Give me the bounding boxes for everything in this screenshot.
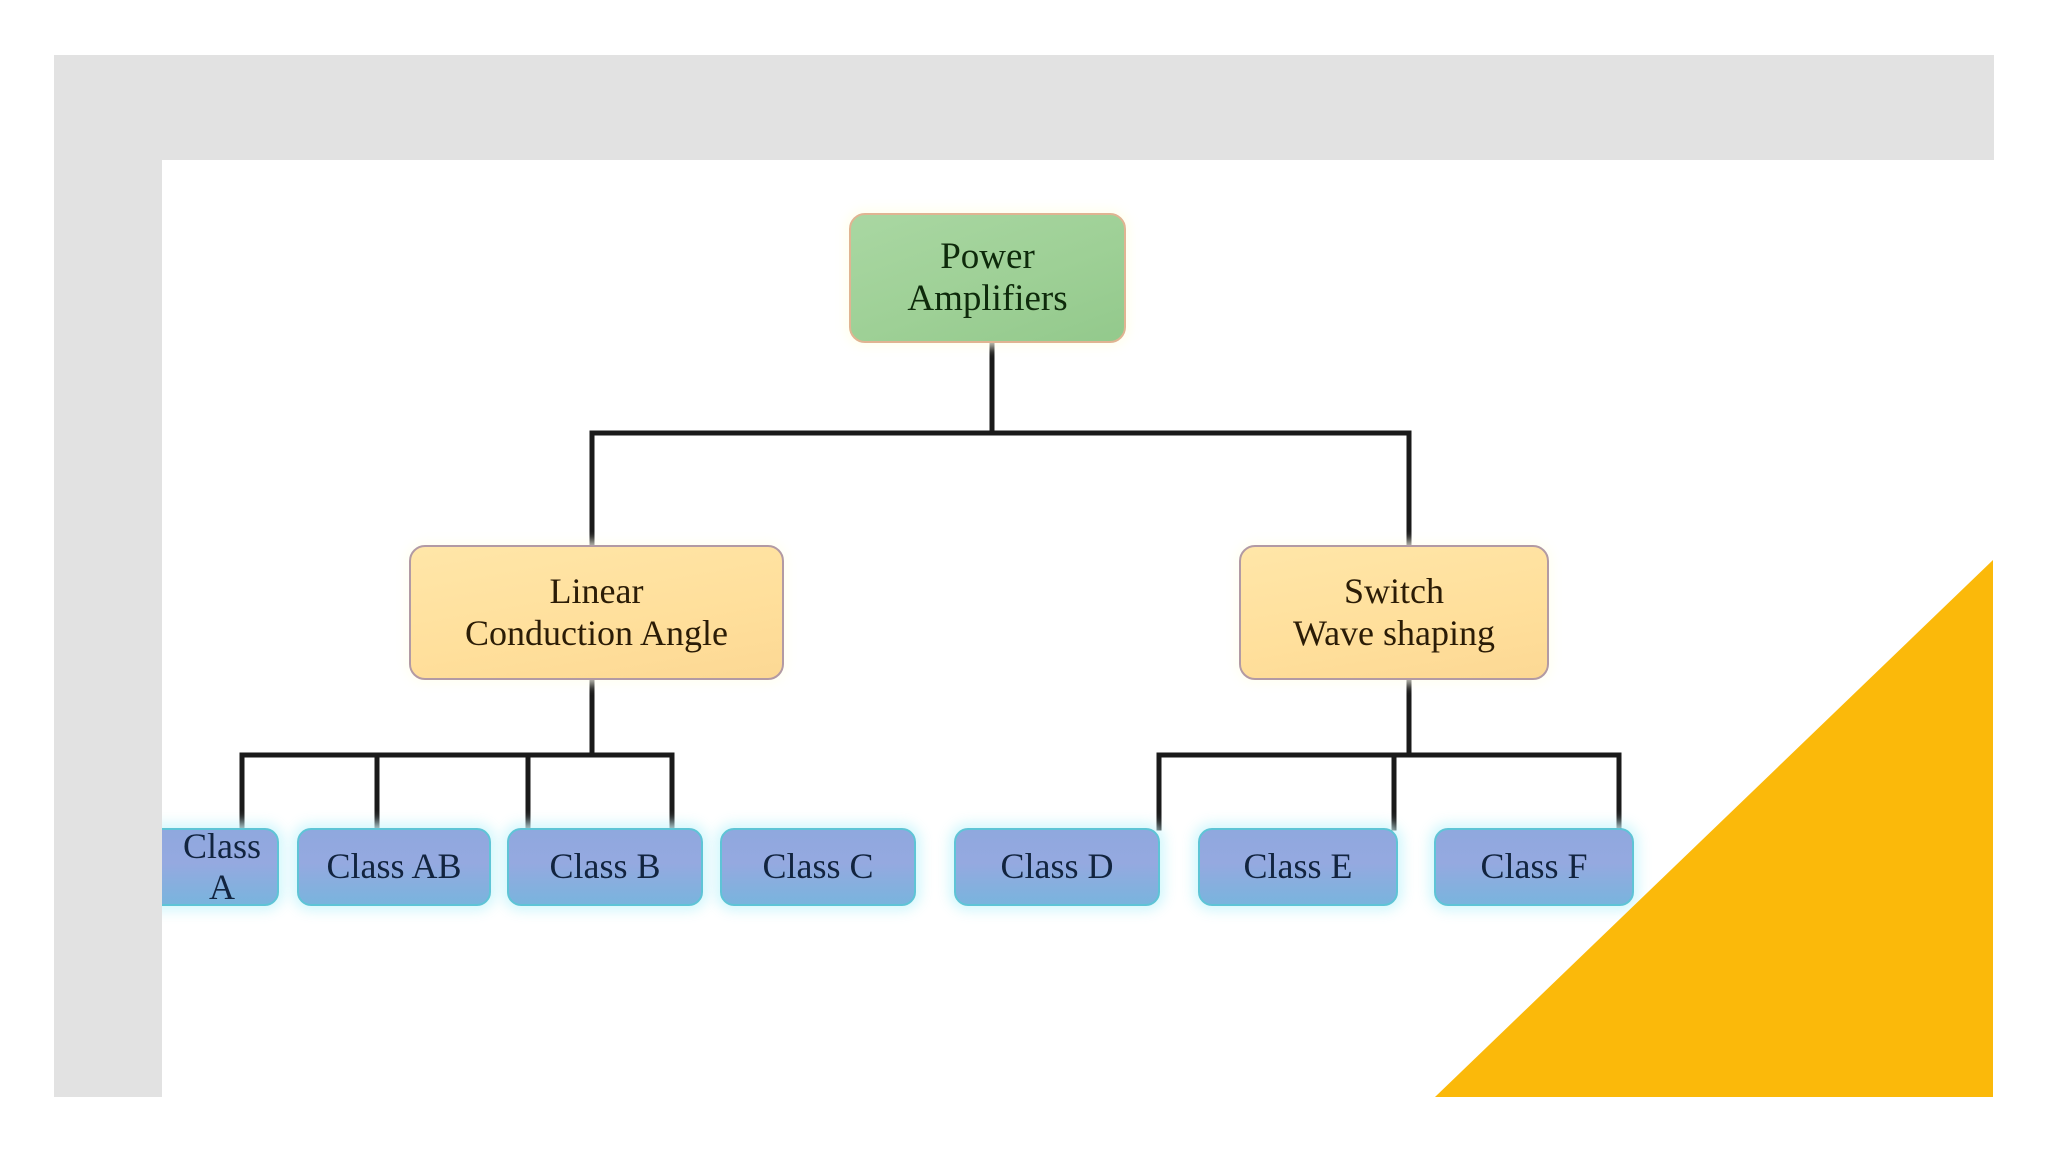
- node-class-a[interactable]: Class A: [162, 826, 279, 907]
- node-class-c[interactable]: Class C: [720, 828, 916, 906]
- node-class-b[interactable]: Class B: [507, 828, 703, 906]
- node-linear-conduction-angle[interactable]: Linear Conduction Angle: [409, 545, 784, 680]
- node-class-e[interactable]: Class E: [1198, 828, 1398, 906]
- node-power-amplifiers[interactable]: Power Amplifiers: [849, 213, 1126, 343]
- accent-triangle-decoration: [1435, 560, 1993, 1097]
- node-class-d[interactable]: Class D: [954, 828, 1160, 906]
- node-class-ab[interactable]: Class AB: [297, 828, 491, 906]
